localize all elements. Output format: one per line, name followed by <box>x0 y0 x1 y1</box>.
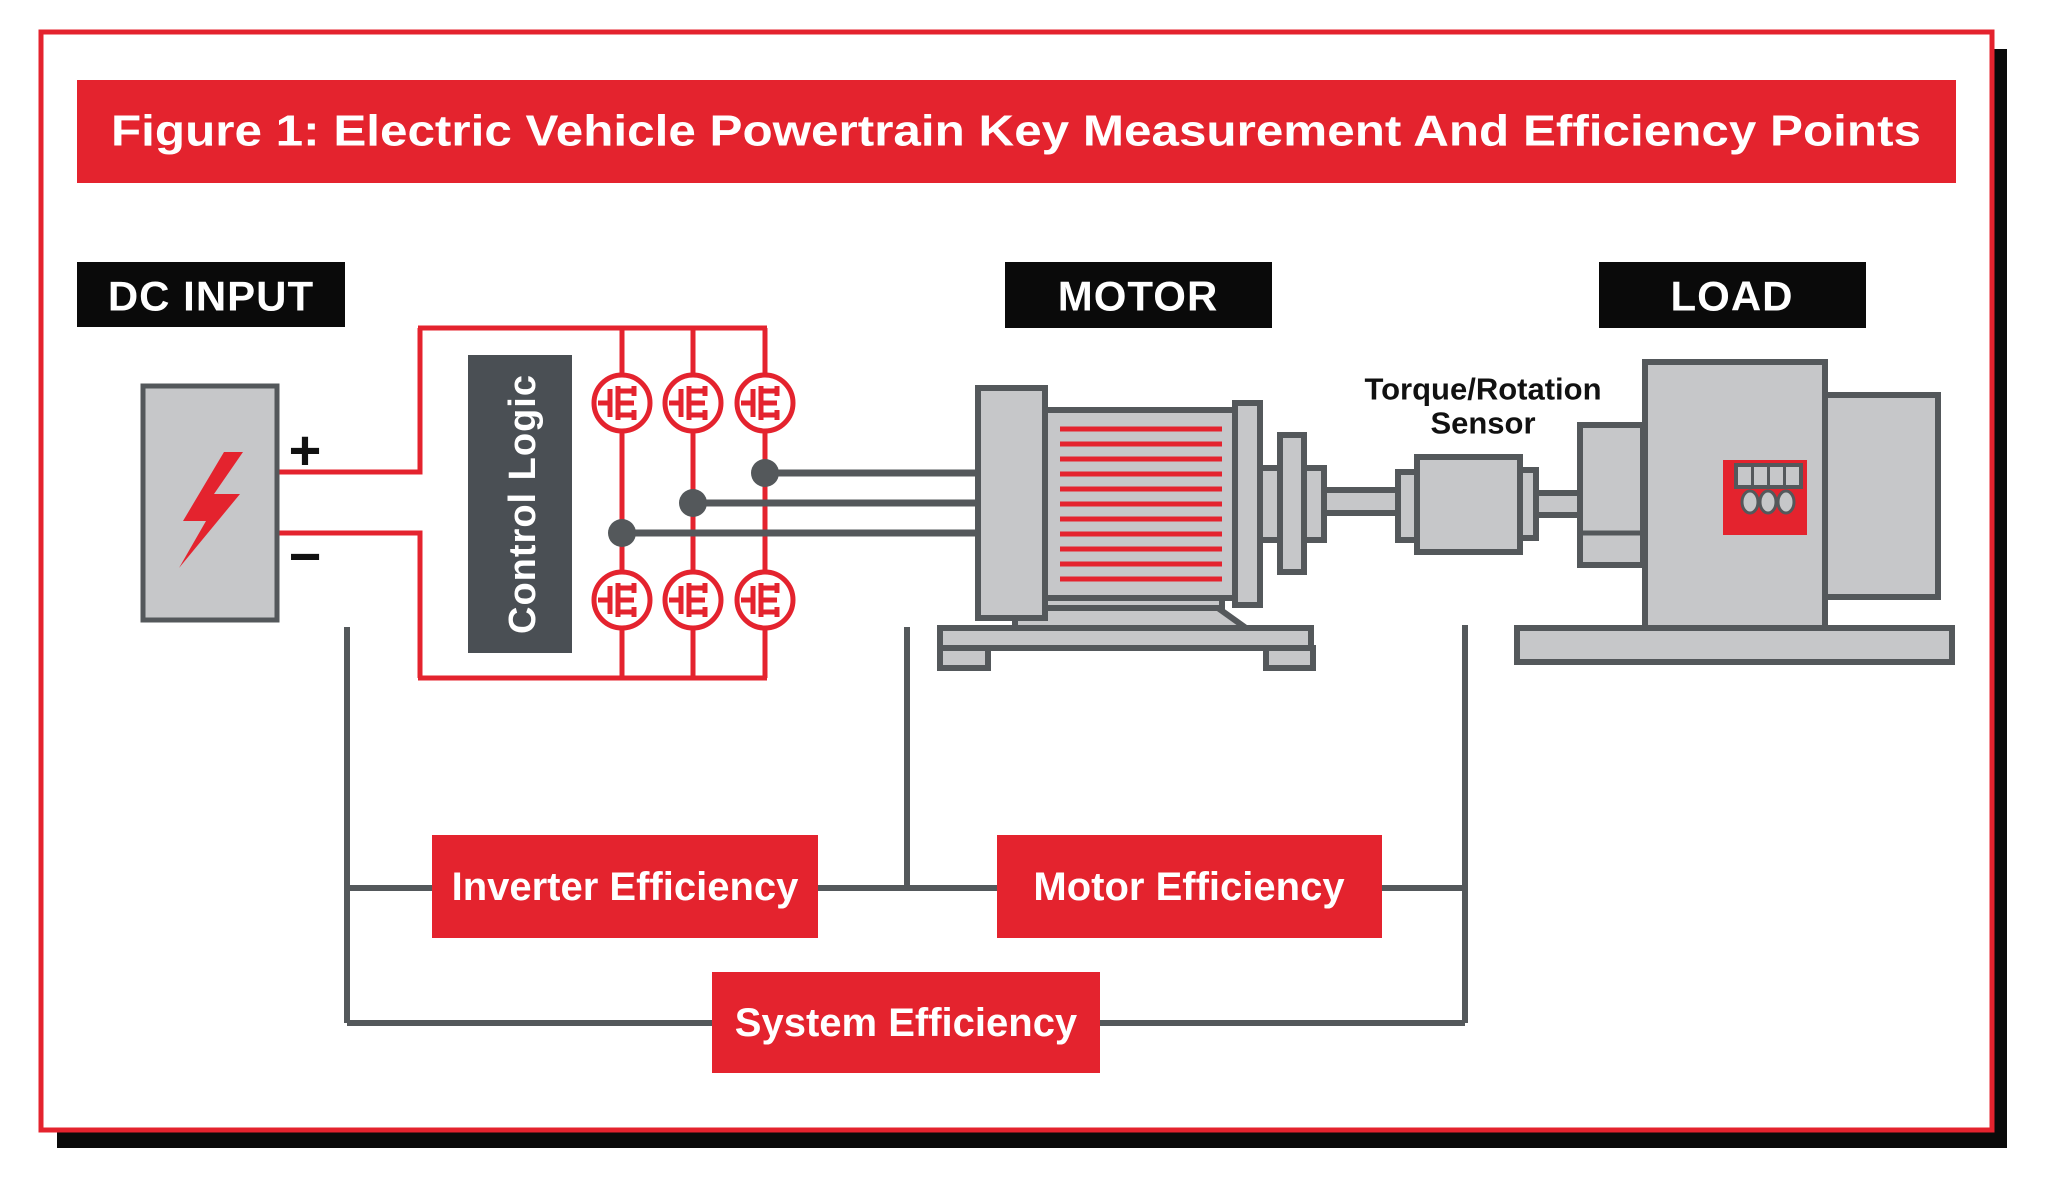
motor-flange <box>1232 400 1263 608</box>
coupling-disc <box>1277 432 1307 575</box>
dc-input-label-box <box>77 262 345 327</box>
inverter-efficiency-box <box>432 835 818 938</box>
motor-endcap <box>975 385 1048 621</box>
system-efficiency-box <box>712 972 1100 1073</box>
section-label-motor: MOTOR <box>1005 262 1272 328</box>
title-banner <box>77 80 1956 183</box>
inverter-circuit: Control Logic <box>418 325 981 681</box>
motor-foot-left <box>937 645 991 671</box>
lightning-icon <box>179 452 243 568</box>
section-label-dc-input: DC INPUT <box>77 262 345 327</box>
load-machine <box>1514 359 1955 665</box>
motor-machine <box>937 385 1401 671</box>
junction-dot <box>679 489 707 517</box>
load-control-panel <box>1723 460 1807 535</box>
motor-shaft <box>1321 487 1401 516</box>
load-flange <box>1577 422 1646 568</box>
igbt-icon <box>591 372 653 434</box>
motor-efficiency-box <box>997 835 1382 938</box>
control-logic-box <box>468 355 572 653</box>
minus-sign: − <box>289 525 322 588</box>
igbt-icon <box>591 569 653 631</box>
efficiency-callouts: Inverter Efficiency Motor Efficiency Sys… <box>432 835 1382 1073</box>
plus-sign: + <box>289 419 322 482</box>
load-base <box>1514 625 1955 665</box>
panel-pin <box>1786 467 1799 485</box>
load-label: LOAD <box>1671 273 1794 320</box>
motor-winding-lines <box>1060 426 1222 582</box>
dc-minus-wire <box>277 530 423 678</box>
dc-source: + − <box>140 328 423 678</box>
sensor-label-line2: Sensor <box>1430 406 1535 441</box>
load-label-box <box>1599 262 1866 328</box>
control-logic-label: Control Logic <box>502 374 544 634</box>
load-rear-box <box>1822 392 1941 600</box>
junction-dot <box>608 519 636 547</box>
panel-pin <box>1770 467 1783 485</box>
motor-foot-right <box>1263 645 1316 671</box>
figure-title: Figure 1: Electric Vehicle Powertrain Ke… <box>111 107 1921 156</box>
inverter-efficiency-label: Inverter Efficiency <box>452 865 800 909</box>
measurement-lines <box>344 625 1468 1026</box>
panel-socket <box>1758 489 1778 515</box>
sensor-shaft <box>1533 490 1583 518</box>
dc-input-label: DC INPUT <box>108 273 314 320</box>
motor-label: MOTOR <box>1058 273 1219 320</box>
igbt-icon <box>662 372 724 434</box>
section-label-load: LOAD <box>1599 262 1866 328</box>
dc-plus-wire <box>277 328 423 475</box>
igbt-icon <box>734 569 796 631</box>
motor-base <box>937 625 1314 651</box>
panel-pin <box>1754 467 1767 485</box>
system-efficiency-label: System Efficiency <box>735 1001 1078 1045</box>
sensor-body <box>1414 454 1523 555</box>
torque-rotation-sensor: Torque/Rotation Sensor <box>1364 372 1602 555</box>
junction-dot <box>751 459 779 487</box>
sensor-label-line1: Torque/Rotation <box>1364 372 1601 407</box>
igbt-icon <box>734 372 796 434</box>
motor-efficiency-label: Motor Efficiency <box>1033 865 1345 909</box>
panel-pin <box>1738 467 1751 485</box>
panel-socket <box>1740 489 1760 515</box>
motor-label-box <box>1005 262 1272 328</box>
igbt-bank <box>591 372 796 631</box>
panel-socket <box>1776 489 1796 515</box>
igbt-icon <box>662 569 724 631</box>
